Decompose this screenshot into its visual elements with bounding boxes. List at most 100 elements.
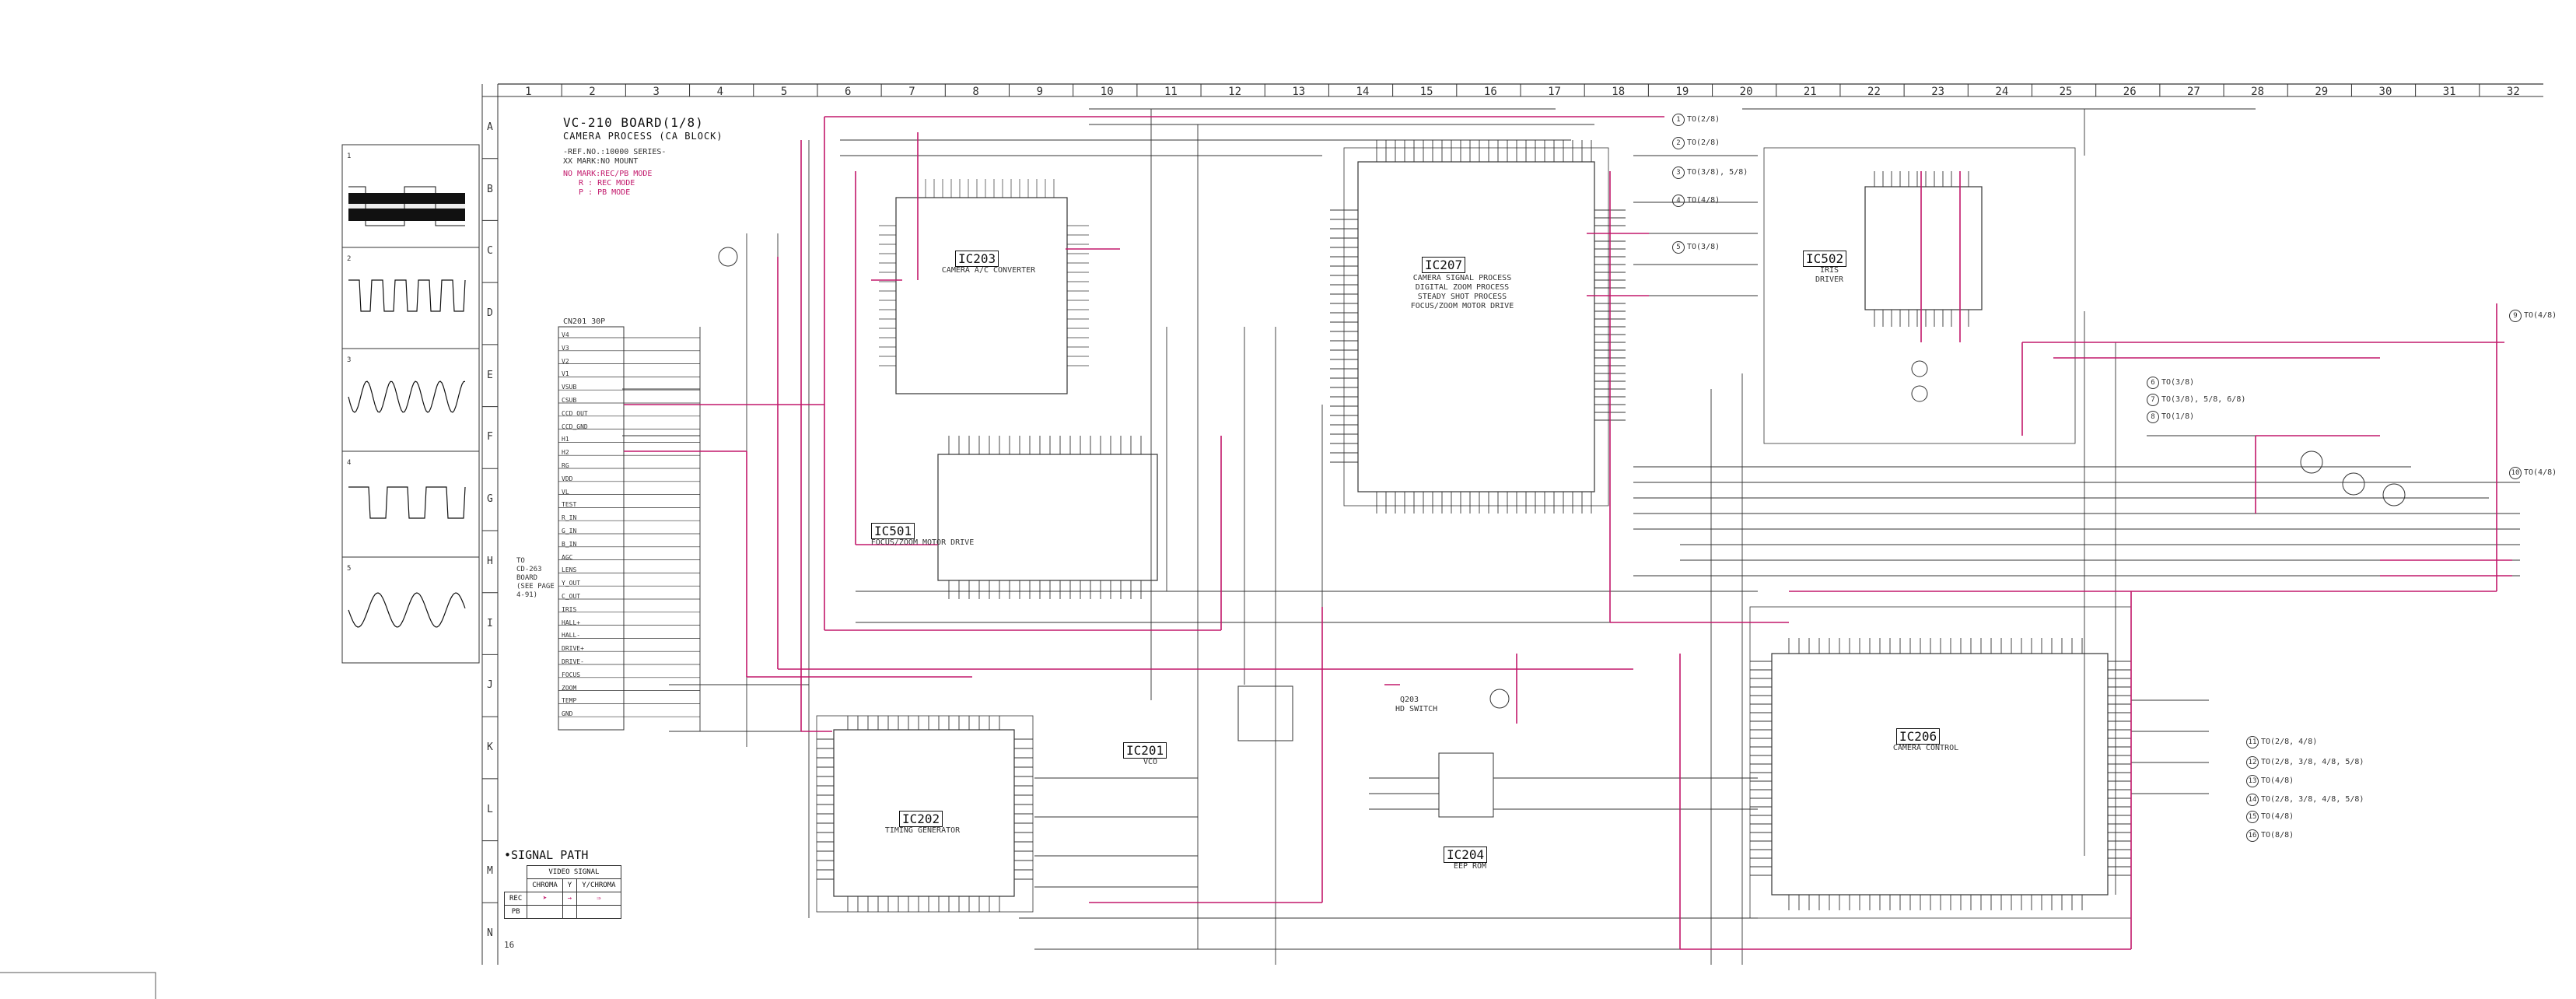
mode-note-1: R : REC MODE: [579, 179, 635, 188]
legend-col-y: Y: [562, 878, 578, 892]
ic206-label: IC206: [1896, 728, 1941, 745]
grid-col-15: 15: [1419, 86, 1433, 98]
offpage-text: TO(2/8, 3/8, 4/8, 5/8): [2261, 758, 2364, 766]
offpage-number: 1: [1672, 114, 1685, 126]
to-board-line: 4-91): [516, 591, 538, 599]
offpage-number: 12: [2246, 756, 2259, 769]
to-board-line: (SEE PAGE: [516, 583, 555, 591]
grid-row-F: F: [487, 431, 493, 443]
grid-row-G: G: [487, 493, 493, 506]
waveform-number-3: 3: [347, 356, 352, 364]
offpage-text: TO(1/8): [2161, 412, 2195, 421]
offpage-number: 8: [2147, 411, 2159, 423]
offpage-text: TO(2/8): [1687, 138, 1720, 147]
offpage-text: TO(3/8): [1687, 243, 1720, 251]
grid-col-1: 1: [525, 86, 532, 98]
to-board-line: CD-263: [516, 566, 542, 573]
offpage-number: 14: [2246, 794, 2259, 806]
ic207-extra-1: STEADY SHOT PROCESS: [1417, 293, 1507, 301]
waveform-number-2: 2: [347, 255, 352, 263]
grid-row-B: B: [487, 183, 493, 195]
grid-col-11: 11: [1164, 86, 1178, 98]
board-title: VC-210 BOARD(1/8): [563, 115, 704, 130]
cn201-pin: C_OUT: [562, 593, 581, 600]
ic203-name: CAMERA A/C CONVERTER: [941, 266, 1036, 275]
cn201-pin: CCD OUT: [562, 409, 588, 417]
grid-row-M: M: [487, 865, 493, 878]
cn201-pin: HALL-: [562, 632, 581, 640]
grid-row-I: I: [487, 617, 493, 629]
grid-col-5: 5: [780, 86, 788, 98]
grid-row-N: N: [487, 927, 493, 940]
grid-col-24: 24: [1995, 86, 2009, 98]
grid-col-19: 19: [1675, 86, 1689, 98]
ic207-label: IC207: [1422, 257, 1466, 273]
grid-row-E: E: [487, 369, 493, 381]
cn201-pin: RG: [562, 462, 569, 469]
offpage-text: TO(2/8): [1687, 115, 1720, 124]
grid-row-J: J: [487, 679, 493, 692]
grid-row-K: K: [487, 741, 493, 753]
legend-row-rec: REC: [503, 892, 528, 906]
cn201-pin: IRIS: [562, 605, 577, 613]
offpage-number: 10: [2509, 467, 2522, 479]
offpage-number: 15: [2246, 811, 2259, 823]
cn201-pin: HALL+: [562, 619, 581, 626]
cn201-pin: CCD_GND: [562, 422, 588, 430]
grid-col-21: 21: [1803, 86, 1817, 98]
waveform-number-5: 5: [347, 565, 352, 573]
cn201-pin: GND: [562, 710, 573, 718]
cn201-pin: VDD: [562, 475, 573, 482]
cn201-pin: TEMP: [562, 697, 577, 705]
q203-ref: Q203: [1400, 696, 1419, 704]
ic207-extra-2: FOCUS/ZOOM MOTOR DRIVE: [1410, 302, 1514, 310]
offpage-text: TO(2/8, 4/8): [2261, 738, 2318, 746]
grid-col-28: 28: [2251, 86, 2265, 98]
grid-col-27: 27: [2186, 86, 2200, 98]
offpage-number: 2: [1672, 137, 1685, 149]
grid-col-10: 10: [1100, 86, 1114, 98]
legend-col-ychroma: Y/CHROMA: [576, 878, 621, 892]
offpage-number: 6: [2147, 377, 2159, 389]
grid-col-7: 7: [908, 86, 915, 98]
to-board-line: BOARD: [516, 574, 538, 582]
ic206-name: CAMERA CONTROL: [1892, 744, 1959, 752]
grid-col-9: 9: [1036, 86, 1044, 98]
cn201-pin: H1: [562, 436, 569, 443]
cn201-pin: DRIVE+: [562, 645, 584, 653]
cn201-pin: B_IN: [562, 540, 577, 548]
cn201-pin: Y_OUT: [562, 580, 581, 587]
ic201-label: IC201: [1123, 742, 1167, 759]
offpage-text: TO(3/8): [2161, 378, 2195, 387]
grid-col-22: 22: [1867, 86, 1881, 98]
grid-col-30: 30: [2378, 86, 2392, 98]
legend-col-chroma: CHROMA: [527, 878, 563, 892]
ic501-name: FOCUS/ZOOM MOTOR DRIVE: [870, 538, 975, 547]
grid-row-D: D: [487, 307, 493, 319]
grid-col-13: 13: [1292, 86, 1306, 98]
offpage-text: TO(4/8): [2261, 776, 2294, 785]
ref-note: -REF.NO.:10000 SERIES-: [563, 148, 667, 156]
ic203-label: IC203: [955, 251, 999, 267]
ic201-name: VCO: [1143, 758, 1158, 766]
ic207-extra-0: DIGITAL ZOOM PROCESS: [1415, 283, 1510, 292]
offpage-number: 9: [2509, 310, 2522, 322]
cn201-pin: ZOOM: [562, 684, 577, 692]
grid-col-2: 2: [589, 86, 596, 98]
cn201-pin: V1: [562, 370, 569, 378]
grid-col-3: 3: [653, 86, 660, 98]
to-board-line: TO: [516, 557, 525, 565]
grid-col-18: 18: [1612, 86, 1626, 98]
grid-col-17: 17: [1548, 86, 1561, 98]
offpage-text: TO(4/8): [2261, 812, 2294, 821]
